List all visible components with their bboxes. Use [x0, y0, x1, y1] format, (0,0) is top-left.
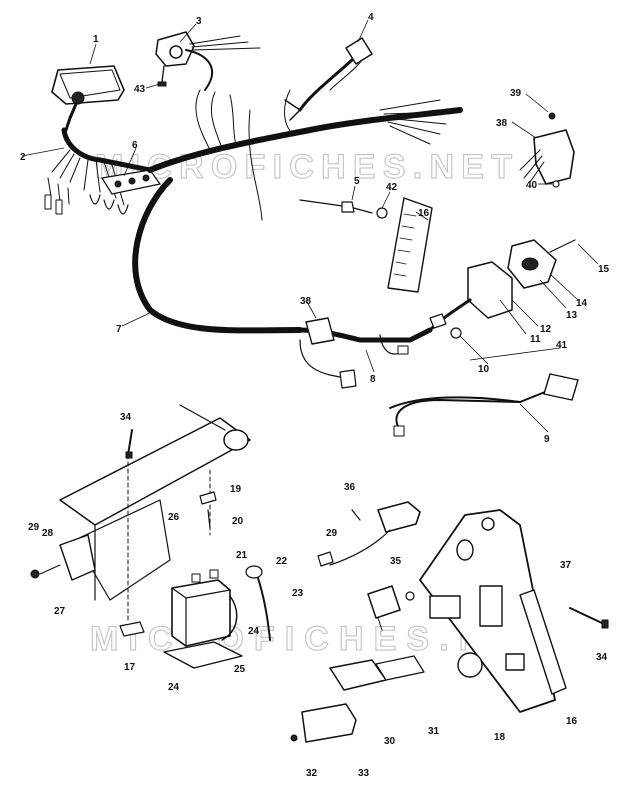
callout-24-left: 24: [168, 682, 180, 693]
callout-42: 42: [386, 182, 398, 193]
fuse-box-16-top: [387, 197, 433, 293]
callout-20: 20: [232, 516, 244, 527]
ignition-switch: [155, 31, 261, 91]
callout-18: 18: [494, 732, 506, 743]
callout-1: 1: [93, 34, 99, 45]
callout-31: 31: [428, 726, 440, 737]
frame-section: [59, 404, 251, 621]
bracket-27: [30, 534, 96, 581]
callout-5: 5: [354, 176, 360, 187]
callout-30: 30: [384, 736, 396, 747]
callout-29-left: 29: [28, 522, 40, 533]
callout-11: 11: [530, 334, 541, 345]
battery-tray: [163, 641, 243, 669]
rear-harness-section: [297, 317, 433, 389]
callout-37: 37: [560, 560, 572, 571]
callout-33: 33: [358, 768, 370, 779]
relay-38-top: [519, 112, 575, 188]
battery-cable: [245, 565, 271, 641]
callout-23: 23: [292, 588, 304, 599]
callout-36: 36: [344, 482, 356, 493]
callout-34-left: 34: [120, 412, 132, 423]
relay-35: [367, 585, 415, 631]
electrical-panel: [419, 509, 556, 713]
bolt-34-right: [569, 607, 609, 629]
callout-2: 2: [20, 152, 26, 163]
panel-fuse-strip-16: [519, 589, 567, 695]
callout-25: 25: [234, 664, 246, 675]
callout-39: 39: [510, 88, 522, 99]
battery: [171, 569, 238, 647]
callout-7: 7: [116, 324, 122, 335]
callout-8: 8: [370, 374, 376, 385]
callout-27: 27: [54, 606, 66, 617]
callout-21: 21: [236, 550, 248, 561]
callout-28: 28: [42, 528, 54, 539]
main-wiring-harness: [132, 59, 463, 334]
callout-40: 40: [526, 180, 538, 191]
callout-41: 41: [556, 340, 568, 351]
callout-26: 26: [168, 512, 180, 523]
callout-17: 17: [124, 662, 136, 673]
callout-9: 9: [544, 434, 550, 445]
callout-35: 35: [390, 556, 402, 567]
callout-16-top: 16: [418, 208, 430, 219]
callout-38-center: 38: [300, 296, 312, 307]
callout-15: 15: [598, 264, 610, 275]
callout-6: 6: [132, 140, 138, 151]
regulator-connector: [284, 37, 373, 121]
bolt-34-left: [125, 429, 133, 459]
callout-14: 14: [576, 298, 588, 309]
callout-4: 4: [368, 12, 374, 23]
callout-19: 19: [230, 484, 242, 495]
callout-10: 10: [478, 364, 490, 375]
callout-labels: 1 2 3 4 5 6 7 8 9 10 11 12 13 14 15 16 3…: [20, 12, 610, 779]
fuse-holder-30: [329, 655, 425, 691]
callout-29-right: 29: [326, 528, 338, 539]
callout-3: 3: [196, 16, 202, 27]
callout-16-bottom: 16: [566, 716, 578, 727]
callout-22: 22: [276, 556, 288, 567]
leader-lines: [21, 19, 599, 433]
callout-43: 43: [134, 84, 146, 95]
taillight-assembly: [428, 239, 576, 339]
callout-38-top: 38: [496, 118, 508, 129]
fuse-cover-33: [290, 703, 357, 743]
callout-34-right: 34: [596, 652, 608, 663]
clip-17: [119, 621, 145, 637]
jumper-harness: [389, 373, 579, 437]
callout-13: 13: [566, 310, 578, 321]
lead-wire-5: [299, 199, 388, 219]
callout-12: 12: [540, 324, 552, 335]
headlight-assembly: [51, 65, 125, 132]
voltage-regulator-36: [317, 501, 421, 567]
callout-32: 32: [306, 768, 318, 779]
terminal-block: [101, 169, 161, 195]
callout-24-right: 24: [248, 626, 260, 637]
battery-vent-tube: [199, 491, 217, 529]
harness-connector-cluster: [44, 127, 153, 215]
